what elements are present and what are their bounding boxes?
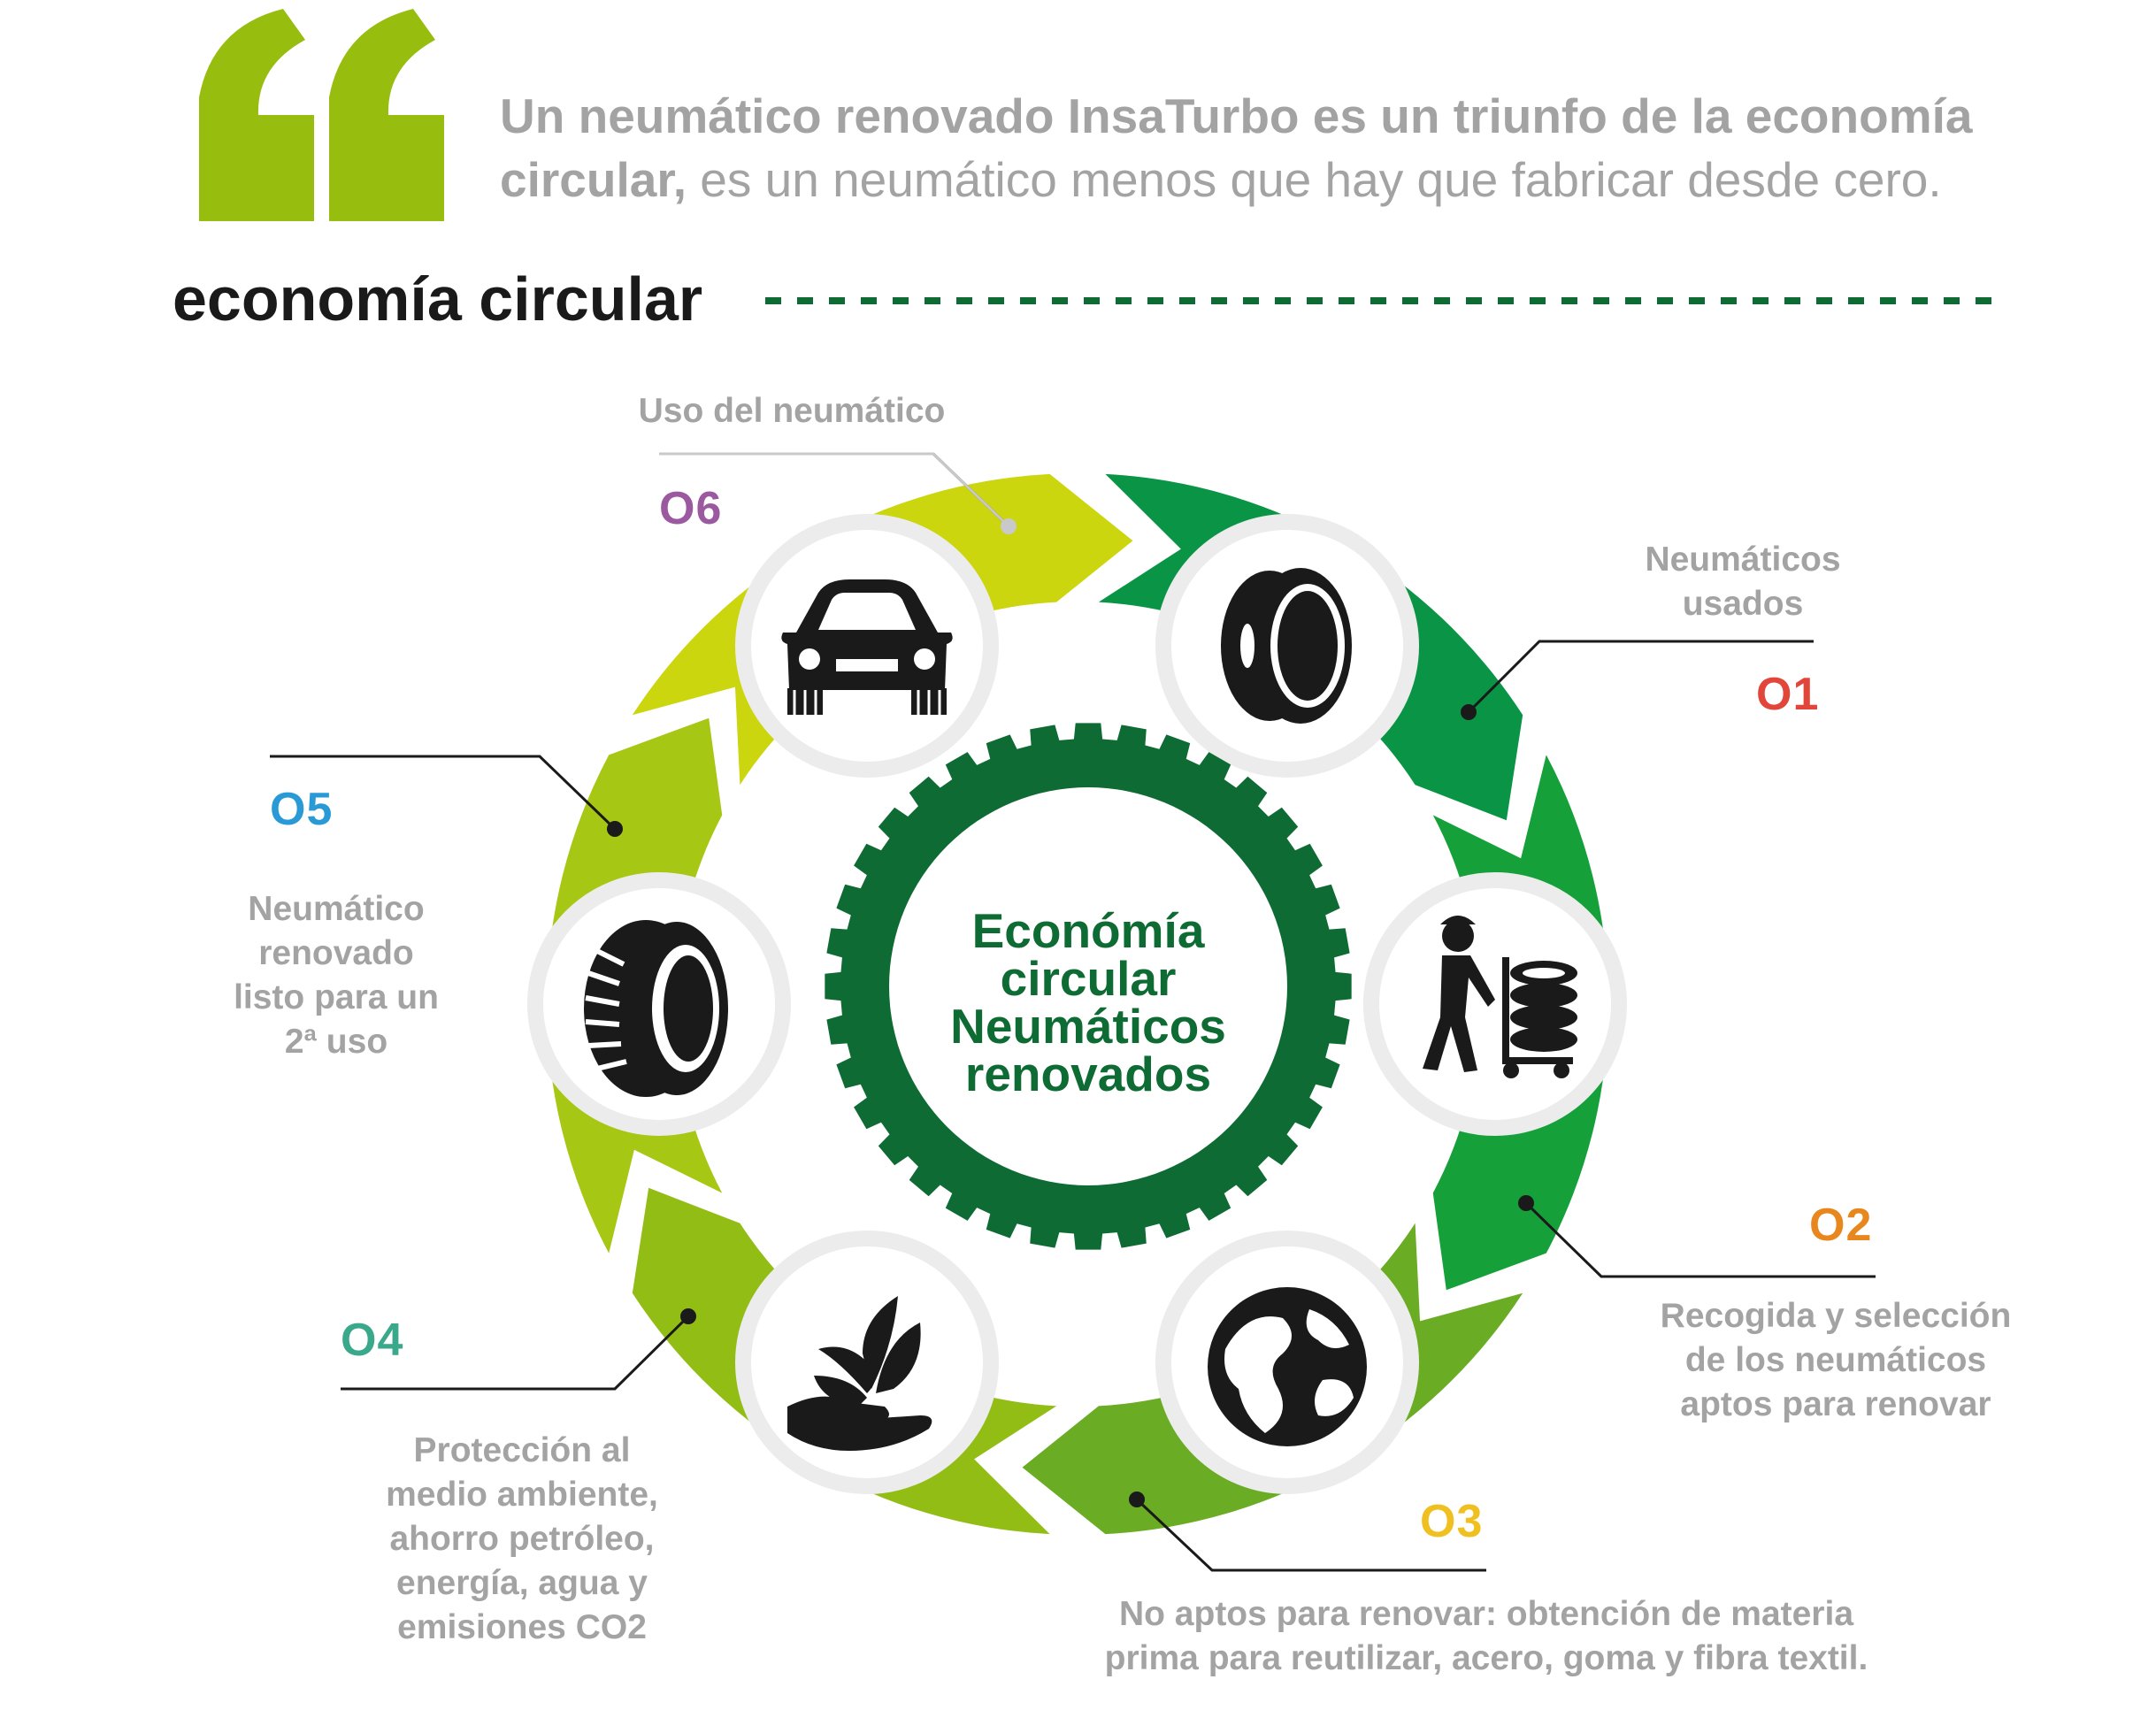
step-label-o6: Uso del neumático bbox=[638, 392, 946, 430]
globe-icon bbox=[1208, 1287, 1367, 1446]
center-gear bbox=[825, 723, 1352, 1250]
step-label-o5: Neumático renovado listo para un 2ª uso bbox=[234, 890, 439, 1061]
quote-text: Un neumático renovado InsaTurbo es un tr… bbox=[500, 84, 2119, 211]
quote-mark-icon bbox=[199, 9, 444, 221]
pointer-line-o1 bbox=[1467, 640, 1814, 714]
car-icon bbox=[781, 579, 953, 715]
step-number-o2: O2 bbox=[1809, 1200, 1873, 1251]
step-label-o2: Recogida y selección de los neumáticos a… bbox=[1660, 1297, 2012, 1423]
step-number-o1: O1 bbox=[1756, 669, 1820, 720]
pointer-line-o4 bbox=[341, 1315, 690, 1391]
pointer-dots bbox=[607, 704, 1534, 1507]
worker-cart-icon bbox=[1423, 916, 1577, 1078]
step-number-o6: O6 bbox=[659, 483, 723, 534]
hand-leaves-icon bbox=[787, 1296, 932, 1451]
step-label-o4: Protección al medio ambiente, ahorro pet… bbox=[386, 1431, 658, 1646]
pointer-line-o3 bbox=[1135, 1498, 1486, 1572]
tire-side-icon bbox=[1221, 568, 1352, 724]
pointer-line-o5 bbox=[270, 755, 617, 831]
step-label-o3: No aptos para renovar: obtención de mate… bbox=[1104, 1595, 1868, 1677]
tire-tread-icon bbox=[584, 920, 728, 1097]
step-label-o1: Neumáticos usados bbox=[1645, 541, 1841, 623]
center-label: Económía circular Neumáticos renovados bbox=[950, 903, 1226, 1101]
step-number-o4: O4 bbox=[341, 1315, 404, 1366]
gear-hole bbox=[889, 787, 1287, 1185]
step-number-o3: O3 bbox=[1420, 1496, 1484, 1547]
quote-bold: Un neumático renovado InsaTurbo es un tr… bbox=[500, 88, 1973, 207]
pointer-line-o2 bbox=[1524, 1201, 1876, 1278]
section-title: economía circular bbox=[173, 265, 703, 334]
quote-regular: es un neumático menos que hay que fabric… bbox=[686, 152, 1942, 207]
pointer-line-o6-gray bbox=[659, 452, 1010, 528]
step-number-o5: O5 bbox=[270, 784, 334, 835]
